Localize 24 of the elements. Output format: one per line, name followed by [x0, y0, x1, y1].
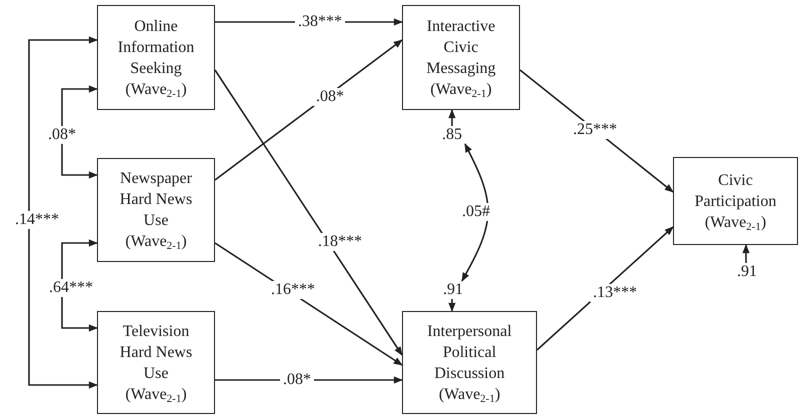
variable-box: [402, 311, 537, 414]
variable-box: [97, 158, 215, 262]
residual-arrow: [742, 244, 750, 263]
variable-box: [673, 157, 798, 245]
variable-box: [402, 5, 520, 110]
path-arrow: [214, 39, 403, 181]
variable-label: Television Hard News Use (Wave$_{2-1}$): [118, 322, 194, 404]
residual-arrow: [448, 109, 456, 126]
variable-box: [97, 311, 215, 414]
variable-label: Online Information Seeking (Wave$_{2-1}$): [116, 16, 196, 100]
variable-label: Interpersonal Political Discussion (Wave$_{2-1}$): [426, 322, 513, 404]
residual-arrow: [448, 299, 456, 312]
variable-box: [97, 5, 215, 110]
variable-label: Interactive Civic Messaging (Wave$_{2-1}$): [425, 16, 497, 100]
covariance-arrow: [61, 239, 98, 332]
covariance-arrow: [61, 85, 98, 179]
covariance-arrow: [28, 36, 98, 389]
variable-label: Newspaper Hard News Use (Wave$_{2-1}$): [118, 169, 194, 252]
path-arrow: [214, 70, 403, 356]
residual-value: .91: [443, 281, 463, 299]
variable-label: Civic Participation (Wave$_{2-1}$): [694, 170, 778, 232]
correlation-curve: [461, 143, 489, 282]
residual-value: .85: [442, 126, 462, 144]
residual-value: .91: [737, 263, 757, 281]
